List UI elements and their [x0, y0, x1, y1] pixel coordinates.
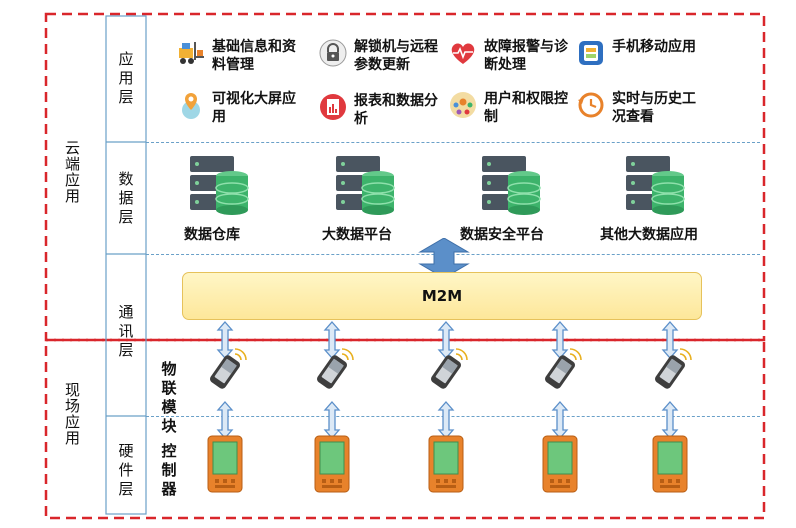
- data-platform-label: 数据安全平台: [460, 227, 544, 243]
- layer-label-hw: 硬件层: [118, 442, 134, 498]
- layer-label-comm: 通讯层: [118, 303, 134, 359]
- device-column-3: [428, 321, 468, 493]
- app-item-user-permission[interactable]: 用户和权限控制: [448, 90, 576, 126]
- app-item-report-analysis[interactable]: 报表和数据分析: [318, 92, 446, 128]
- database-server-icon: [482, 156, 541, 215]
- layer-label-app: 应用层: [118, 50, 134, 106]
- separator-module-controller: [146, 416, 760, 417]
- bidirectional-arrow: [324, 321, 340, 359]
- heart-pulse-icon: [451, 43, 475, 64]
- controller-device-icon: [542, 435, 578, 493]
- data-platform-label: 大数据平台: [322, 227, 392, 243]
- device-column-1: [207, 321, 247, 493]
- m2m-bar: M2M: [182, 272, 702, 320]
- database-server-icon: [626, 156, 685, 215]
- double-arrow-data-m2m: [418, 238, 470, 278]
- bidirectional-arrow: [662, 401, 678, 439]
- device-column-5: [652, 321, 692, 493]
- report-icon: [320, 94, 346, 120]
- bidirectional-arrow: [438, 321, 454, 359]
- section-label-cloud: 云端应用: [63, 140, 81, 204]
- bidirectional-arrow: [662, 321, 678, 359]
- users-icon: [450, 92, 476, 118]
- bidirectional-arrow: [324, 401, 340, 439]
- lock-icon: [319, 39, 347, 67]
- controller-device-icon: [428, 435, 464, 493]
- bidirectional-arrow: [217, 321, 233, 359]
- separator-app-data: [146, 142, 760, 143]
- controller-label: 控制器: [161, 442, 177, 498]
- map-pin-icon: [182, 93, 200, 119]
- iot-module-label: 物联模块: [161, 360, 177, 435]
- app-item-label: 故障报警与诊断处理: [484, 39, 568, 73]
- app-item-label: 报表和数据分析: [354, 93, 438, 127]
- app-item-label: 用户和权限控制: [484, 91, 568, 125]
- bidirectional-arrow: [552, 401, 568, 439]
- app-item-label: 手机移动应用: [612, 39, 696, 55]
- controller-device-icon: [652, 435, 688, 493]
- bidirectional-arrow: [217, 401, 233, 439]
- cloud-section-frame: [44, 12, 766, 342]
- app-item-unlock-remote[interactable]: 解锁机与远程参数更新: [318, 38, 446, 74]
- controller-device-icon: [207, 435, 243, 493]
- device-column-2: [314, 321, 354, 493]
- bidirectional-arrow: [438, 401, 454, 439]
- app-item-fault-alarm[interactable]: 故障报警与诊断处理: [448, 38, 576, 74]
- device-column-4: [542, 321, 582, 493]
- layer-label-data: 数据层: [118, 170, 134, 226]
- forklift-icon: [179, 42, 204, 64]
- app-item-label: 可视化大屏应用: [212, 91, 296, 125]
- app-item-label: 基础信息和资料管理: [212, 39, 296, 73]
- database-server-icon: [336, 156, 395, 215]
- app-item-visual-screen[interactable]: 可视化大屏应用: [176, 90, 304, 126]
- app-item-label: 实时与历史工况查看: [612, 91, 696, 125]
- section-label-field: 现场应用: [63, 382, 81, 446]
- controller-device-icon: [314, 435, 350, 493]
- database-server-icon: [190, 156, 249, 215]
- app-item-mobile-app[interactable]: 手机移动应用: [576, 38, 704, 68]
- data-platform-label: 数据仓库: [184, 227, 240, 243]
- app-item-basic-info[interactable]: 基础信息和资料管理: [176, 38, 304, 74]
- layer-label-column: [105, 15, 147, 515]
- history-clock-icon: [578, 92, 604, 118]
- field-section-frame: [44, 338, 766, 520]
- mobile-app-icon: [579, 41, 603, 65]
- app-item-realtime-history[interactable]: 实时与历史工况查看: [576, 90, 704, 126]
- data-platform-label: 其他大数据应用: [600, 227, 698, 243]
- bidirectional-arrow: [552, 321, 568, 359]
- app-item-label: 解锁机与远程参数更新: [354, 39, 438, 73]
